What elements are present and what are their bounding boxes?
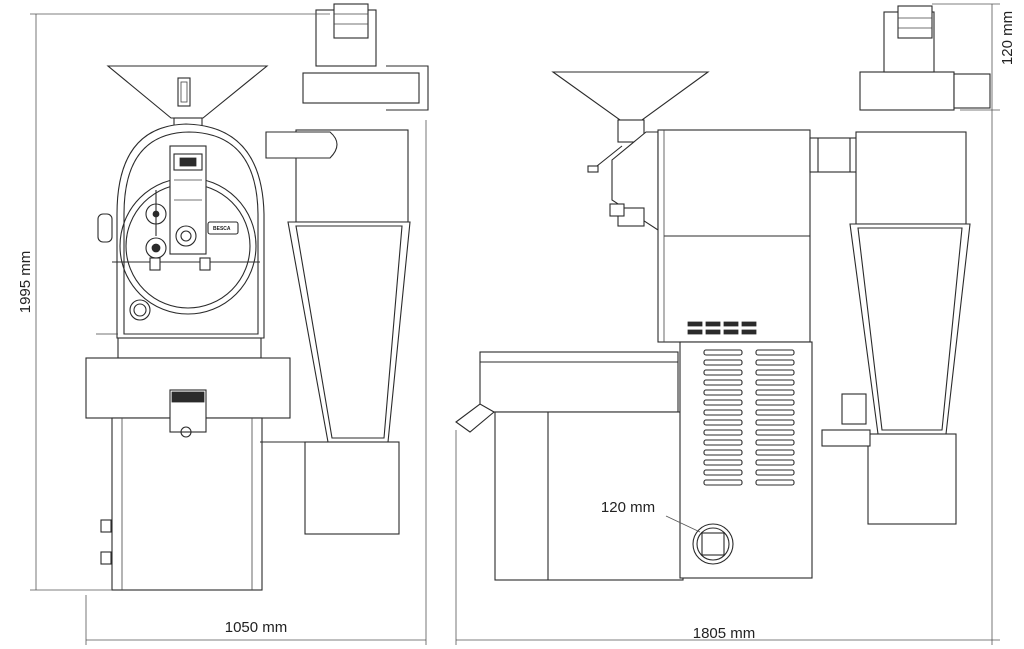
vent-slot xyxy=(703,349,743,356)
vent-slot xyxy=(703,439,743,446)
vent-slot xyxy=(755,389,795,396)
vent-slot xyxy=(755,359,795,366)
side-cooling-tray xyxy=(455,351,679,433)
motor-height-label: 120 mm xyxy=(999,11,1016,65)
vent-slot xyxy=(703,459,743,466)
vent-slot xyxy=(703,429,743,436)
vent-slot xyxy=(755,479,795,486)
brand-plate-text: BESCA xyxy=(213,226,231,232)
side-view xyxy=(455,3,1000,645)
vent-slot xyxy=(755,459,795,466)
vent-slot xyxy=(755,379,795,386)
vent-slot xyxy=(755,469,795,476)
vent-slot xyxy=(755,399,795,406)
front-width-label: 1050 mm xyxy=(225,619,288,636)
front-cyclone xyxy=(260,3,429,535)
vent-slots-top xyxy=(687,321,757,335)
vent-slot xyxy=(703,419,743,426)
vent-slot xyxy=(755,349,795,356)
duct-diameter-label: 120 mm xyxy=(601,499,655,516)
vent-slot xyxy=(703,479,743,486)
vent-slot xyxy=(703,469,743,476)
vent-slot xyxy=(755,409,795,416)
vent-slot xyxy=(703,369,743,376)
front-drum-body: BESCA xyxy=(96,123,265,339)
vent-slot xyxy=(703,359,743,366)
vent-slot xyxy=(703,449,743,456)
side-drum xyxy=(609,129,811,343)
vent-slot xyxy=(703,379,743,386)
side-base xyxy=(494,341,813,581)
vent-slot xyxy=(755,439,795,446)
vent-slots-cabinet xyxy=(703,349,795,486)
vent-slot xyxy=(755,419,795,426)
vent-slot xyxy=(703,409,743,416)
front-view: BESCA xyxy=(30,3,429,645)
vent-slot xyxy=(755,429,795,436)
side-width-label: 1805 mm xyxy=(693,625,756,642)
vent-slot xyxy=(755,369,795,376)
side-hopper xyxy=(551,71,710,173)
height-label: 1995 mm xyxy=(17,251,34,314)
vent-slot xyxy=(755,449,795,456)
vent-slot xyxy=(703,389,743,396)
side-cyclone xyxy=(821,5,991,525)
duct-leader-line xyxy=(665,515,701,533)
vent-slot xyxy=(703,399,743,406)
front-base xyxy=(85,337,291,591)
